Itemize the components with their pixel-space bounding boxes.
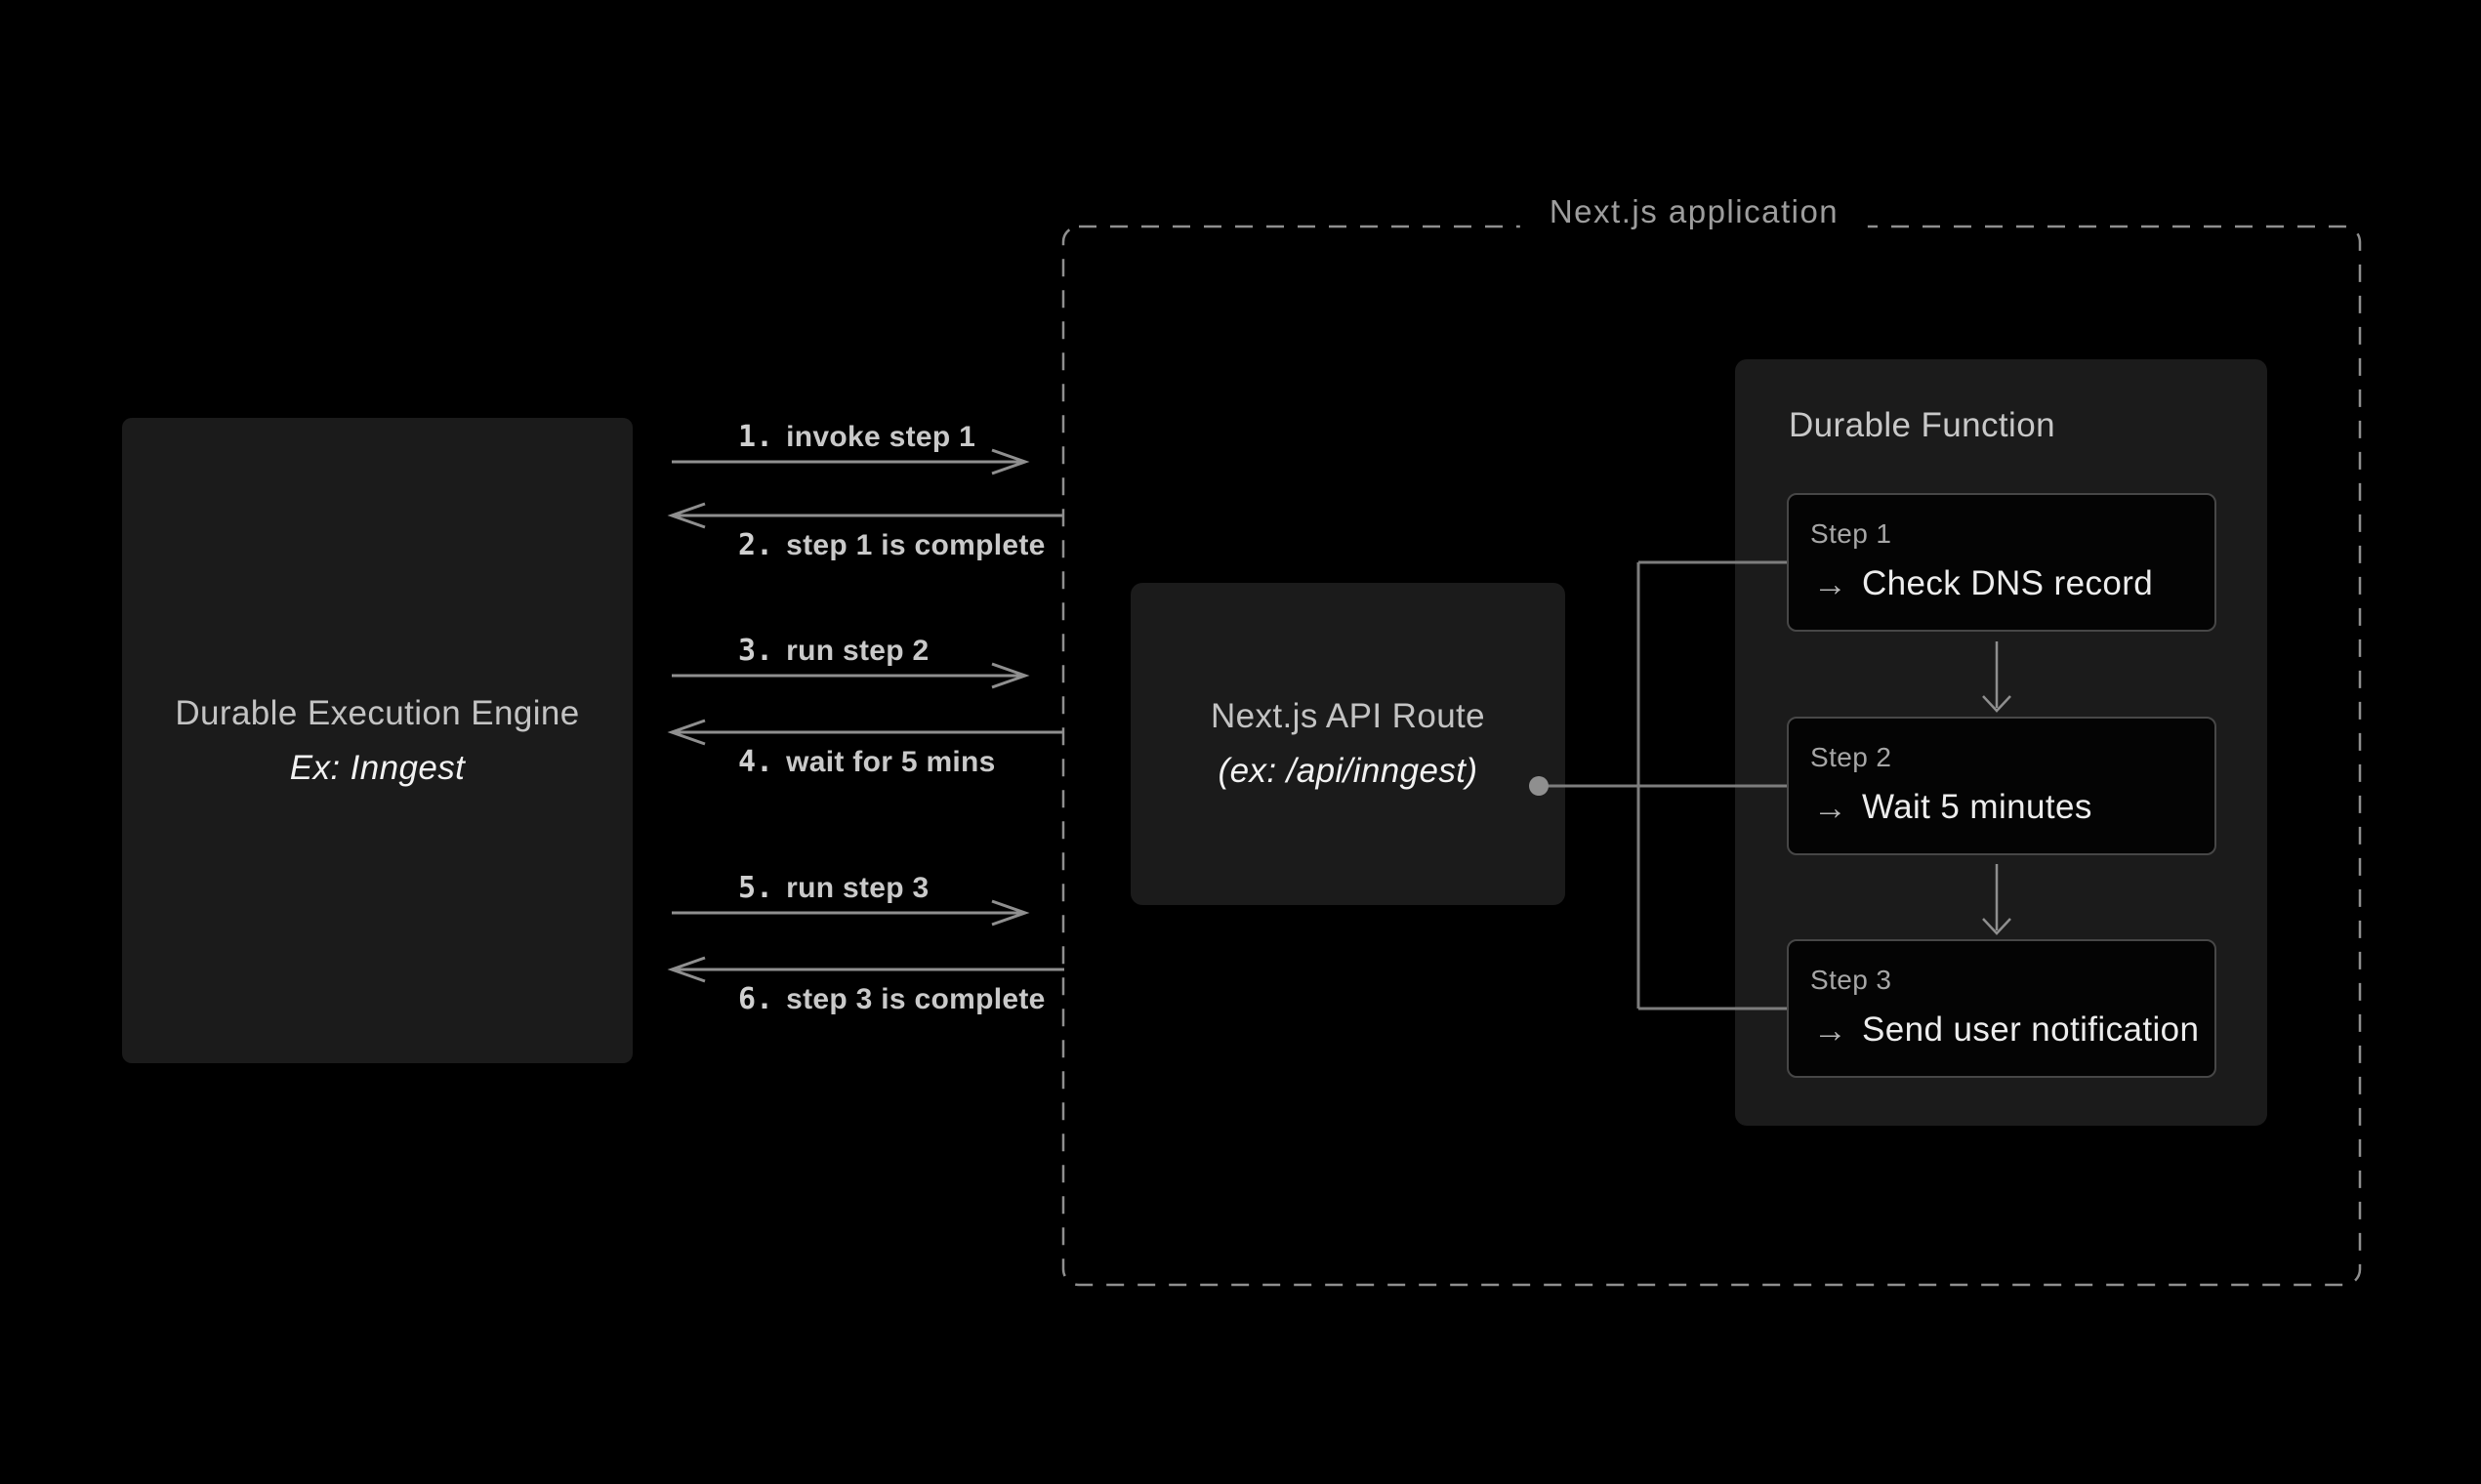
engine-subtitle: Ex: Inngest: [289, 748, 466, 787]
message-label-1: 1. invoke step 1: [738, 420, 975, 454]
message-number: 3.: [738, 634, 774, 668]
step-label: Step 1: [1810, 518, 1892, 549]
message-number: 6.: [738, 982, 774, 1016]
message-number: 4.: [738, 745, 774, 779]
message-label-3: 3. run step 2: [738, 634, 930, 668]
message-label-5: 5. run step 3: [738, 871, 930, 905]
api-route-title: Next.js API Route: [1210, 697, 1486, 735]
step-arrow-icon: →: [1813, 564, 1847, 603]
message-text: wait for 5 mins: [786, 746, 996, 778]
message-number: 1.: [738, 420, 774, 454]
step-label: Step 2: [1810, 742, 1892, 772]
step-card-3: Step 3 → Send user notification: [1787, 939, 2216, 1078]
message-number: 5.: [738, 871, 774, 905]
step-card-2: Step 2 → Wait 5 minutes: [1787, 717, 2216, 855]
step-arrow-icon: →: [1813, 788, 1847, 827]
step-card-1: Step 1 → Check DNS record: [1787, 493, 2216, 632]
step-label: Step 3: [1810, 965, 1892, 995]
message-text: run step 3: [786, 872, 930, 904]
nextjs-api-route-box: Next.js API Route (ex: /api/inngest): [1131, 583, 1565, 905]
message-text: step 1 is complete: [786, 529, 1046, 561]
api-route-subtitle: (ex: /api/inngest): [1218, 752, 1478, 790]
message-arrow-left-6: [667, 956, 1064, 983]
step-action: Wait 5 minutes: [1862, 788, 2092, 826]
engine-title: Durable Execution Engine: [175, 693, 580, 732]
step-arrow-icon: →: [1813, 1010, 1847, 1050]
message-text: invoke step 1: [786, 421, 976, 453]
message-arrow-left-4: [667, 719, 1064, 746]
message-number: 2.: [738, 528, 774, 562]
message-label-6: 6. step 3 is complete: [738, 982, 1046, 1016]
durable-execution-engine-box: Durable Execution Engine Ex: Inngest: [122, 418, 633, 1063]
nextjs-application-label: Next.js application: [1519, 189, 1869, 234]
message-label-2: 2. step 1 is complete: [738, 528, 1046, 562]
durable-function-title: Durable Function: [1789, 406, 2055, 444]
step-action: Check DNS record: [1862, 564, 2154, 602]
message-label-4: 4. wait for 5 mins: [738, 745, 996, 779]
message-text: step 3 is complete: [786, 983, 1046, 1015]
step-action: Send user notification: [1862, 1010, 2200, 1049]
message-arrow-left-2: [667, 502, 1064, 529]
message-text: run step 2: [786, 635, 930, 667]
